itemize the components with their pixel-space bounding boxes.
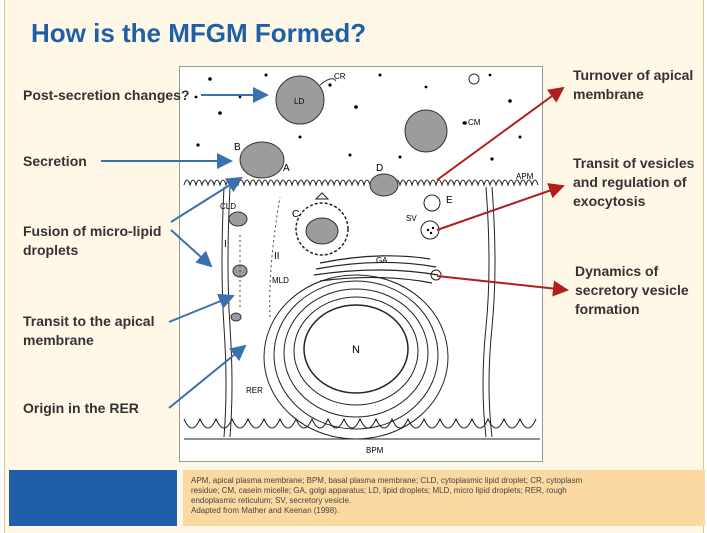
arrow-transit xyxy=(169,296,233,322)
arrow-transit-vesicles xyxy=(437,186,563,230)
arrow-origin xyxy=(169,346,245,408)
footer-blue-bar xyxy=(9,470,177,526)
arrow-fusion-bottom xyxy=(171,230,211,266)
arrow-fusion-top xyxy=(171,178,241,222)
arrow-dynamics xyxy=(437,276,567,290)
caption-line3: endoplasmic reticulum; SV, secretory ves… xyxy=(191,496,697,506)
arrows-overlay xyxy=(5,0,705,533)
caption: APM, apical plasma membrane; BPM, basal … xyxy=(191,476,697,516)
slide: How is the MFGM Formed? LD CR CM B xyxy=(4,0,704,533)
arrow-turnover xyxy=(437,88,563,180)
caption-line4: Adapted from Mather and Keenan (1998). xyxy=(191,506,697,516)
footer-caption-box: APM, apical plasma membrane; BPM, basal … xyxy=(183,470,705,526)
caption-line1: APM, apical plasma membrane; BPM, basal … xyxy=(191,476,697,486)
caption-line2: residue; CM, casein micelle; GA, golgi a… xyxy=(191,486,697,496)
